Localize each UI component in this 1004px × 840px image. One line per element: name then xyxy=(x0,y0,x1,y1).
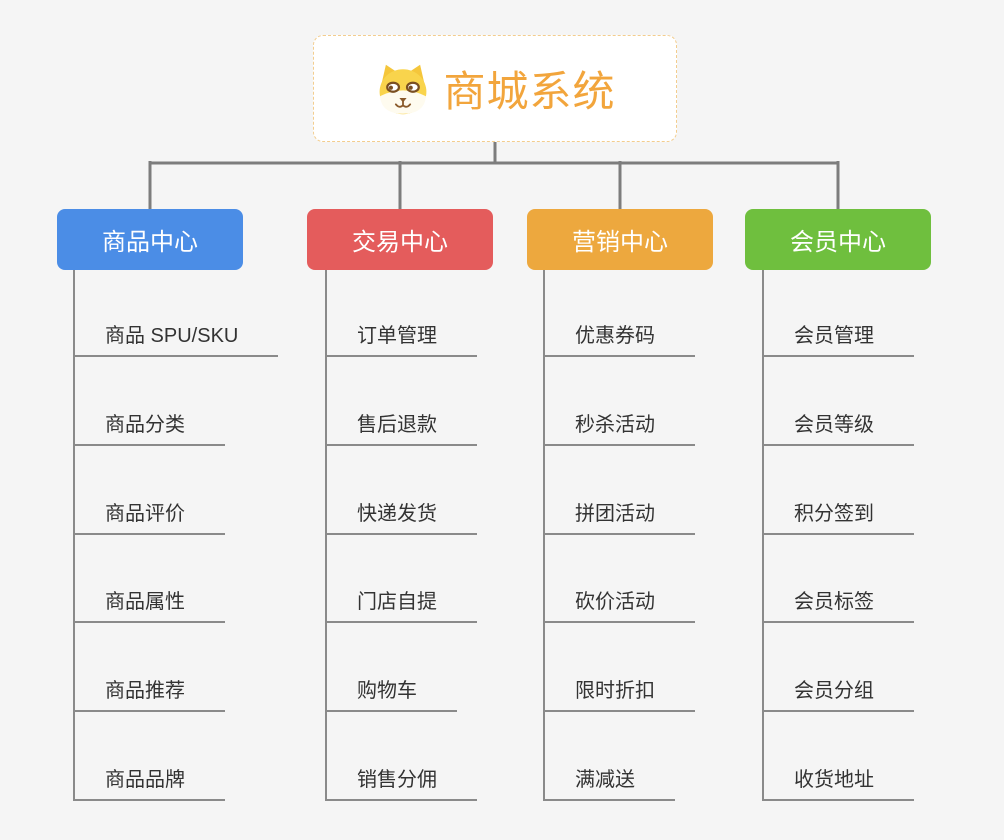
leaf-node[interactable]: 售后退款 xyxy=(325,406,477,446)
leaf-node[interactable]: 商品品牌 xyxy=(73,761,225,801)
branch-spine-line xyxy=(543,270,545,801)
branch-spine-line xyxy=(762,270,764,801)
branch-header[interactable]: 交易中心 xyxy=(307,209,493,270)
leaf-node[interactable]: 秒杀活动 xyxy=(543,406,695,446)
leaf-node[interactable]: 优惠券码 xyxy=(543,317,695,357)
branch-header-label: 商品中心 xyxy=(102,229,198,256)
leaf-node[interactable]: 商品推荐 xyxy=(73,672,225,712)
branch-header-label: 交易中心 xyxy=(352,229,448,256)
leaf-node[interactable]: 门店自提 xyxy=(325,583,477,623)
leaf-node[interactable]: 满减送 xyxy=(543,761,675,801)
dog-icon xyxy=(380,64,427,114)
branch-header-label: 营销中心 xyxy=(572,229,668,256)
leaf-node[interactable]: 商品评价 xyxy=(73,495,225,535)
branch-header[interactable]: 会员中心 xyxy=(745,209,931,270)
branch-spine-line xyxy=(325,270,327,801)
branch-header[interactable]: 营销中心 xyxy=(527,209,713,270)
branch-header[interactable]: 商品中心 xyxy=(57,209,243,270)
leaf-node[interactable]: 快递发货 xyxy=(325,495,477,535)
leaf-node[interactable]: 购物车 xyxy=(325,672,457,712)
leaf-node[interactable]: 积分签到 xyxy=(762,495,914,535)
leaf-node[interactable]: 砍价活动 xyxy=(543,583,695,623)
leaf-node[interactable]: 拼团活动 xyxy=(543,495,695,535)
leaf-node[interactable]: 会员管理 xyxy=(762,317,914,357)
leaf-node[interactable]: 销售分佣 xyxy=(325,761,477,801)
branch-header-label: 会员中心 xyxy=(790,229,886,256)
branch-spine-line xyxy=(73,270,75,801)
leaf-node[interactable]: 订单管理 xyxy=(325,317,477,357)
leaf-node[interactable]: 会员等级 xyxy=(762,406,914,446)
root-node[interactable]: 商城系统 xyxy=(313,35,677,142)
leaf-node[interactable]: 商品属性 xyxy=(73,583,225,623)
leaf-node[interactable]: 商品分类 xyxy=(73,406,225,446)
leaf-node[interactable]: 商品 SPU/SKU xyxy=(73,317,279,357)
leaf-node[interactable]: 会员标签 xyxy=(762,583,914,623)
leaf-node[interactable]: 收货地址 xyxy=(762,761,914,801)
leaf-node[interactable]: 限时折扣 xyxy=(543,672,695,712)
root-title: 商城系统 xyxy=(443,68,616,115)
leaf-node[interactable]: 会员分组 xyxy=(762,672,914,712)
